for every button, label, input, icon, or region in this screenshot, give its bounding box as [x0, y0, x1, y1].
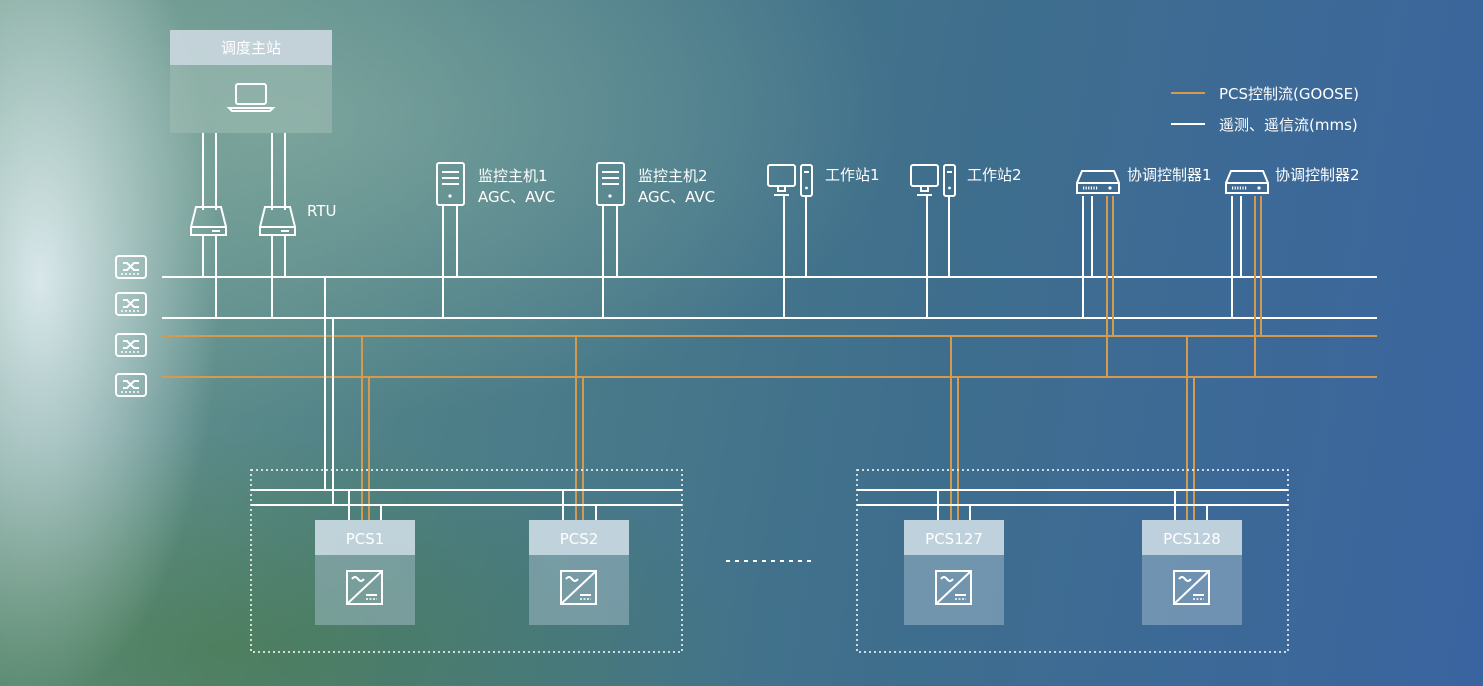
- converter-icon: [346, 570, 383, 605]
- switch-icon: [115, 292, 147, 316]
- monitor1-sub: AGC、AVC: [478, 188, 555, 206]
- coordinator2-name: 协调控制器2: [1275, 166, 1360, 184]
- workstation-icon: [767, 164, 813, 197]
- dispatch-label: 调度主站: [221, 39, 281, 57]
- workstation1-name: 工作站1: [825, 166, 880, 184]
- switch-icon: [115, 373, 147, 397]
- pcs-unit: PCS2: [529, 520, 629, 625]
- pcs2-label: PCS2: [560, 530, 599, 548]
- monitor1-name: 监控主机1: [478, 167, 548, 185]
- dispatch-header: [170, 30, 332, 65]
- coordinator1-name: 协调控制器1: [1127, 166, 1212, 184]
- switch-icon: [115, 333, 147, 357]
- rtu-icon: [190, 206, 227, 236]
- server-icon: [436, 162, 465, 206]
- monitor2-sub: AGC、AVC: [638, 188, 715, 206]
- pcs128-label: PCS128: [1163, 530, 1221, 548]
- switch-icon: [115, 255, 147, 279]
- dispatch-links: [202, 133, 286, 210]
- converter-icon: [560, 570, 597, 605]
- pcs-unit: PCS1: [315, 520, 415, 625]
- legend-mms-label: 遥测、遥信流(mms): [1219, 116, 1358, 134]
- pcs1-label: PCS1: [346, 530, 385, 548]
- pcs-group-1: [250, 469, 683, 653]
- pcs-unit: PCS128: [1142, 520, 1242, 625]
- legend: PCS控制流(GOOSE) 遥测、遥信流(mms): [1171, 85, 1359, 134]
- group1-drops: [324, 277, 584, 520]
- controller-icon: [1225, 170, 1269, 194]
- converter-icon: [1173, 570, 1210, 605]
- legend-goose-label: PCS控制流(GOOSE): [1219, 85, 1359, 103]
- group2-drops: [950, 336, 1195, 520]
- rtu-label: RTU: [307, 202, 336, 220]
- server-icon: [596, 162, 625, 206]
- converter-icon: [935, 570, 972, 605]
- pcs127-label: PCS127: [925, 530, 983, 548]
- dispatch-body: [170, 65, 332, 133]
- pcs-group-2: [856, 469, 1289, 653]
- laptop-icon: [226, 83, 276, 112]
- pcs-unit: PCS127: [904, 520, 1004, 625]
- controller-icon: [1076, 170, 1120, 194]
- rtu-icon: [259, 206, 296, 236]
- workstation-icon: [910, 164, 956, 197]
- workstation2-name: 工作站2: [967, 166, 1022, 184]
- monitor2-name: 监控主机2: [638, 167, 708, 185]
